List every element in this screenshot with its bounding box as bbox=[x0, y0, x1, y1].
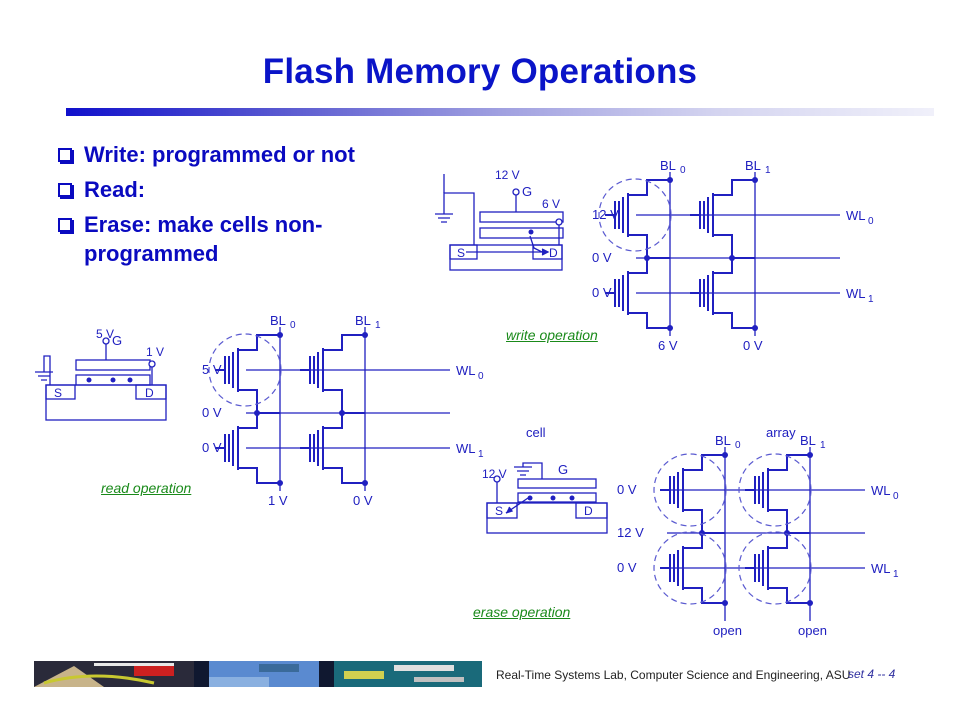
footer-lab-name: Real-Time Systems Lab, Computer Science … bbox=[496, 668, 851, 682]
erase-cell-caption: cell bbox=[526, 425, 546, 440]
source-line-voltage: 0 V bbox=[592, 250, 612, 265]
source-line-voltage: 12 V bbox=[617, 525, 644, 540]
bullet-item: Write: programmed or not bbox=[58, 140, 424, 169]
wordline-0-voltage: 12 V bbox=[592, 207, 619, 222]
bitline-1-voltage: 0 V bbox=[353, 493, 373, 508]
transistor-icon bbox=[605, 179, 670, 258]
wordline-1-subscript: 1 bbox=[478, 449, 484, 460]
erase-array-caption: array bbox=[766, 425, 796, 440]
bullet-item: Erase: make cells non-programmed bbox=[58, 210, 424, 268]
read-drain-voltage: 1 V bbox=[146, 345, 164, 359]
erase-operation-link[interactable]: erase operation bbox=[473, 604, 571, 620]
bitline-1-label: BL bbox=[800, 433, 816, 448]
wordline-0-voltage: 5 V bbox=[202, 362, 222, 377]
transistor-icon bbox=[660, 532, 725, 604]
write-source-label: S bbox=[457, 246, 465, 260]
cell-highlight-circle bbox=[738, 531, 812, 605]
source-line-voltage: 0 V bbox=[202, 405, 222, 420]
wordline-0-label: WL bbox=[846, 208, 866, 223]
transistor-icon bbox=[300, 334, 365, 413]
footer-banner-image bbox=[34, 661, 482, 687]
transistor-icon bbox=[690, 257, 755, 329]
bitline-0-voltage: 1 V bbox=[268, 493, 288, 508]
bitline-0-subscript: 0 bbox=[680, 165, 686, 176]
wordline-1-label: WL bbox=[846, 286, 866, 301]
transistor-icon bbox=[300, 412, 365, 484]
erase-source-label: S bbox=[495, 504, 503, 518]
wordline-1-subscript: 1 bbox=[868, 294, 874, 305]
wordline-1-voltage: 0 V bbox=[202, 440, 222, 455]
read-drain-label: D bbox=[145, 386, 154, 400]
bitline-0-label: BL bbox=[660, 158, 676, 173]
cell-highlight-circle bbox=[208, 333, 282, 407]
page-number: set 4 -- 4 bbox=[848, 667, 896, 681]
cell-highlight-circle bbox=[653, 453, 727, 527]
bitline-1-voltage: 0 V bbox=[743, 338, 763, 353]
erase-source-voltage: 12 V bbox=[482, 467, 507, 481]
write-drain-voltage: 6 V bbox=[542, 197, 560, 211]
wordline-1-voltage: 0 V bbox=[617, 560, 637, 575]
read-gate-label: G bbox=[112, 333, 122, 348]
slide-title: Flash Memory Operations bbox=[262, 52, 698, 91]
write-gate-voltage: 12 V bbox=[495, 168, 520, 182]
hollow-square-bullet-icon bbox=[58, 148, 72, 162]
transistor-icon bbox=[745, 454, 810, 533]
hollow-square-bullet-icon bbox=[58, 183, 72, 197]
bitline-0-voltage: 6 V bbox=[658, 338, 678, 353]
wordline-1-voltage: 0 V bbox=[592, 285, 612, 300]
title-underline bbox=[66, 108, 934, 116]
bullet-list: Write: programmed or not Read: Erase: ma… bbox=[58, 140, 424, 274]
bitline-0-subscript: 0 bbox=[290, 320, 296, 331]
bullet-text: Write: programmed or not bbox=[84, 142, 355, 167]
read-source-label: S bbox=[54, 386, 62, 400]
bitline-0-voltage: open bbox=[713, 623, 742, 638]
bitline-0-subscript: 0 bbox=[735, 440, 741, 451]
write-drain-label: D bbox=[549, 246, 558, 260]
transistor-icon bbox=[215, 412, 280, 484]
wordline-0-subscript: 0 bbox=[893, 491, 899, 502]
wordline-0-label: WL bbox=[456, 363, 476, 378]
transistor-icon bbox=[745, 532, 810, 604]
bullet-text: Erase: make cells non-programmed bbox=[84, 212, 323, 266]
bitline-1-label: BL bbox=[355, 313, 371, 328]
transistor-icon bbox=[215, 334, 280, 413]
write-operation-link[interactable]: write operation bbox=[506, 327, 598, 343]
wordline-1-label: WL bbox=[871, 561, 891, 576]
cell-highlight-circle bbox=[738, 453, 812, 527]
wordline-0-subscript: 0 bbox=[478, 371, 484, 382]
wordline-0-label: WL bbox=[871, 483, 891, 498]
transistor-icon bbox=[605, 257, 670, 329]
write-cell-diagram: 12 V G 6 V S D bbox=[435, 168, 564, 271]
bitline-1-subscript: 1 bbox=[375, 320, 381, 331]
bitline-1-label: BL bbox=[745, 158, 761, 173]
cell-highlight-circle bbox=[598, 178, 672, 252]
bitline-1-voltage: open bbox=[798, 623, 827, 638]
wordline-0-subscript: 0 bbox=[868, 216, 874, 227]
cell-highlight-circle bbox=[653, 531, 727, 605]
bitline-1-subscript: 1 bbox=[765, 165, 771, 176]
bitline-1-subscript: 1 bbox=[820, 440, 826, 451]
wordline-1-subscript: 1 bbox=[893, 569, 899, 580]
read-operation-link[interactable]: read operation bbox=[101, 480, 192, 496]
wordline-0-voltage: 0 V bbox=[617, 482, 637, 497]
bitline-0-label: BL bbox=[715, 433, 731, 448]
erase-gate-label: G bbox=[558, 462, 568, 477]
wordline-1-label: WL bbox=[456, 441, 476, 456]
transistor-icon bbox=[690, 179, 755, 258]
hollow-square-bullet-icon bbox=[58, 218, 72, 232]
erase-cell-diagram: 12 V G S D bbox=[482, 462, 608, 534]
bullet-text: Read: bbox=[84, 177, 146, 202]
read-cell-diagram: 5 V G 1 V S D bbox=[35, 327, 167, 421]
transistor-icon bbox=[660, 454, 725, 533]
bullet-item: Read: bbox=[58, 175, 424, 204]
erase-drain-label: D bbox=[584, 504, 593, 518]
read-gate-voltage: 5 V bbox=[96, 327, 114, 341]
bitline-0-label: BL bbox=[270, 313, 286, 328]
write-gate-label: G bbox=[522, 184, 532, 199]
